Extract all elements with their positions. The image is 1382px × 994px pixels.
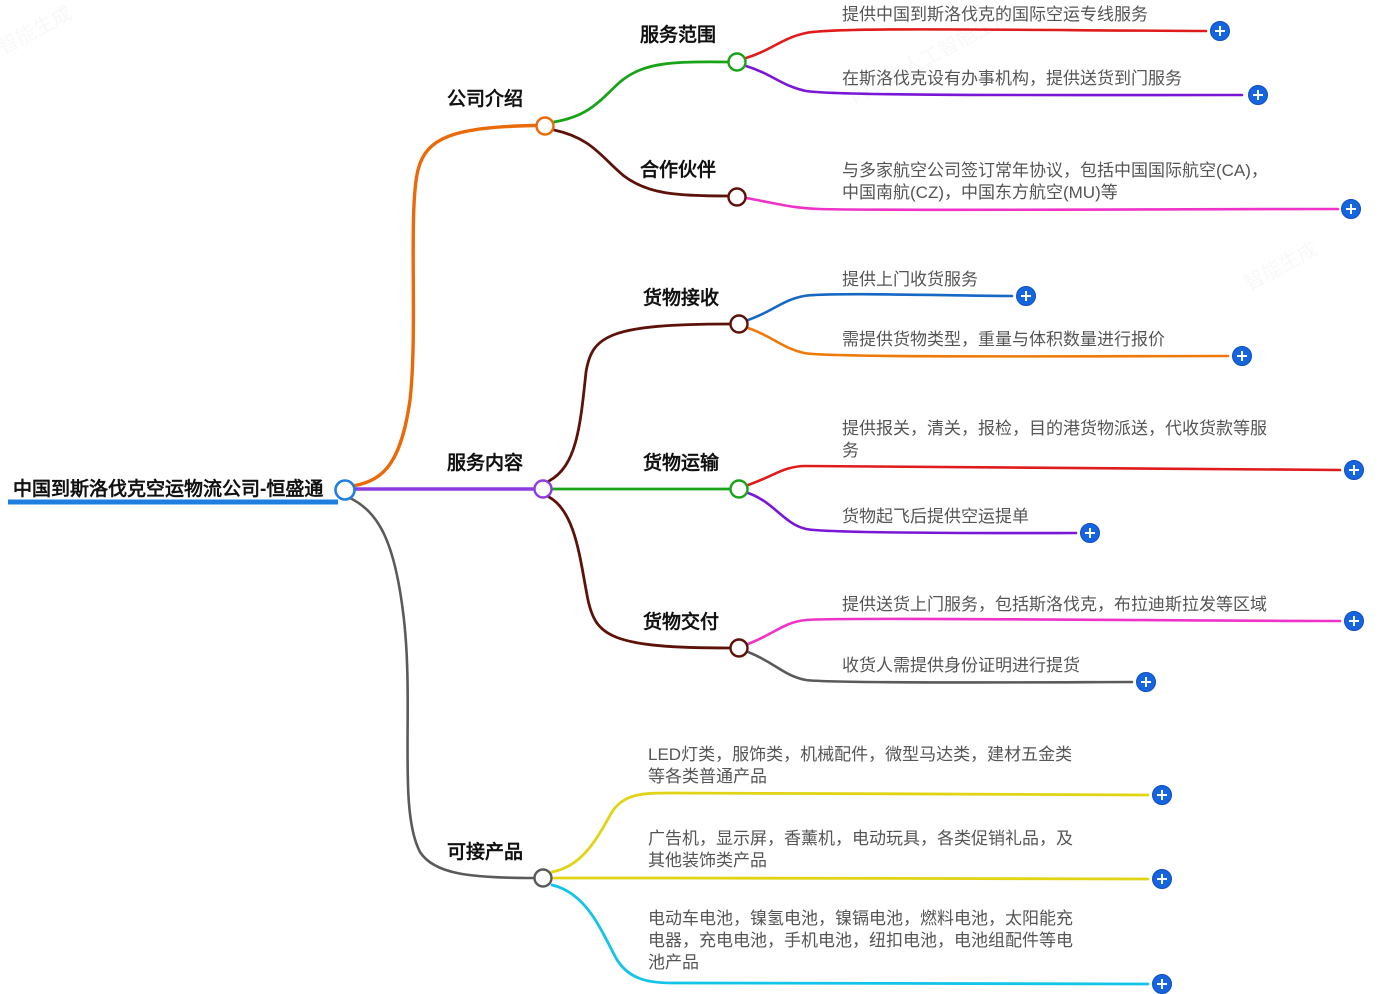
branch-label-acceptable-products[interactable]: 可接产品 <box>447 842 524 863</box>
leaf-label-transport-2[interactable]: 货物起飞后提供空运提单 <box>842 507 1029 526</box>
leaf-label-products-3[interactable]: 电动车电池，镍氢电池，镍镉电池，燃料电池，太阳能充 电器，充电电池，手机电池，纽… <box>648 909 1073 972</box>
node-dot-receiving <box>729 314 749 334</box>
edge-services-to-delivery <box>547 495 732 650</box>
edge-partners-leaf-1 <box>744 196 1340 212</box>
node-dot-partners <box>727 187 747 207</box>
node-dot-root <box>334 479 356 501</box>
node-dot-products <box>533 868 553 888</box>
subnode-label-partners[interactable]: 合作伙伴 <box>640 160 717 181</box>
leaf-label-receiving-1[interactable]: 提供上门收货服务 <box>842 270 978 289</box>
edge-company-to-scope <box>552 60 730 124</box>
branch-label-services[interactable]: 服务内容 <box>447 453 524 474</box>
node-dot-services <box>533 479 553 499</box>
edge-services-to-receiving <box>547 322 732 483</box>
leaf-label-products-1[interactable]: LED灯类，服饰类，机械配件，微型马达类，建材五金类 等各类普通产品 <box>648 745 1073 786</box>
leaf-label-scope-2[interactable]: 在斯洛伐克设有办事机构，提供送货到门服务 <box>842 69 1182 88</box>
leaf-label-products-2[interactable]: 广告机，显示屏，香薰机，电动玩具，各类促销礼品，及 其他装饰类产品 <box>648 829 1073 870</box>
leaf-label-transport-1[interactable]: 提供报关，清关，报检，目的港货物派送，代收货款等服 务 <box>842 419 1267 460</box>
edge-delivery-leaf-1 <box>746 617 1342 646</box>
node-dot-scope <box>727 52 747 72</box>
subnode-label-service-scope[interactable]: 服务范围 <box>640 25 717 46</box>
edge-products-leaf-1 <box>550 791 1150 874</box>
expand-plus-button-delivery-1[interactable] <box>1344 611 1364 631</box>
expand-plus-button-receiving-1[interactable] <box>1016 286 1036 306</box>
leaf-label-receiving-2[interactable]: 需提供货物类型，重量与体积数量进行报价 <box>842 330 1165 349</box>
expand-plus-button-products-1[interactable] <box>1152 785 1172 805</box>
root-node-label[interactable]: 中国到斯洛伐克空运物流公司-恒盛通 <box>13 479 324 500</box>
edge-products-leaf-3 <box>550 883 1150 986</box>
subnode-label-cargo-receiving[interactable]: 货物接收 <box>643 288 720 309</box>
edge-transport-leaf-2 <box>746 491 1078 535</box>
expand-plus-button-partners-1[interactable] <box>1341 199 1361 219</box>
branch-label-company[interactable]: 公司介绍 <box>447 89 524 110</box>
node-dot-delivery <box>729 638 749 658</box>
expand-plus-button-products-2[interactable] <box>1152 869 1172 889</box>
expand-plus-button-transport-2[interactable] <box>1080 523 1100 543</box>
leaf-label-delivery-2[interactable]: 收货人需提供身份证明进行提货 <box>842 656 1080 675</box>
expand-plus-button-transport-1[interactable] <box>1344 460 1364 480</box>
leaf-label-partners-1[interactable]: 与多家航空公司签订常年协议，包括中国国际航空(CA)， 中国南航(CZ)，中国东… <box>842 161 1268 202</box>
node-dot-company <box>535 116 555 136</box>
expand-plus-button-products-3[interactable] <box>1152 974 1172 994</box>
leaf-label-delivery-1[interactable]: 提供送货上门服务，包括斯洛伐克，布拉迪斯拉发等区域 <box>842 595 1267 614</box>
subnode-label-cargo-transport[interactable]: 货物运输 <box>643 453 720 474</box>
node-dot-transport <box>729 479 749 499</box>
expand-plus-button-scope-2[interactable] <box>1248 85 1268 105</box>
edge-delivery-leaf-2 <box>746 650 1134 684</box>
edge-products-leaf-2 <box>552 876 1150 881</box>
edge-root-to-company <box>345 123 538 489</box>
edge-transport-leaf-1 <box>746 464 1342 487</box>
edge-receiving-leaf-2 <box>746 326 1230 358</box>
edge-scope-leaf-1 <box>744 28 1208 60</box>
expand-plus-button-scope-1[interactable] <box>1210 21 1230 41</box>
expand-plus-button-receiving-2[interactable] <box>1232 346 1252 366</box>
leaf-label-scope-1[interactable]: 提供中国到斯洛伐克的国际空运专线服务 <box>842 5 1148 24</box>
subnode-label-cargo-delivery[interactable]: 货物交付 <box>643 612 720 633</box>
edge-scope-leaf-2 <box>744 64 1244 97</box>
edge-company-to-partners <box>552 128 730 198</box>
edge-root-to-products <box>348 496 536 880</box>
expand-plus-button-delivery-2[interactable] <box>1136 672 1156 692</box>
edge-receiving-leaf-1 <box>746 292 1014 322</box>
